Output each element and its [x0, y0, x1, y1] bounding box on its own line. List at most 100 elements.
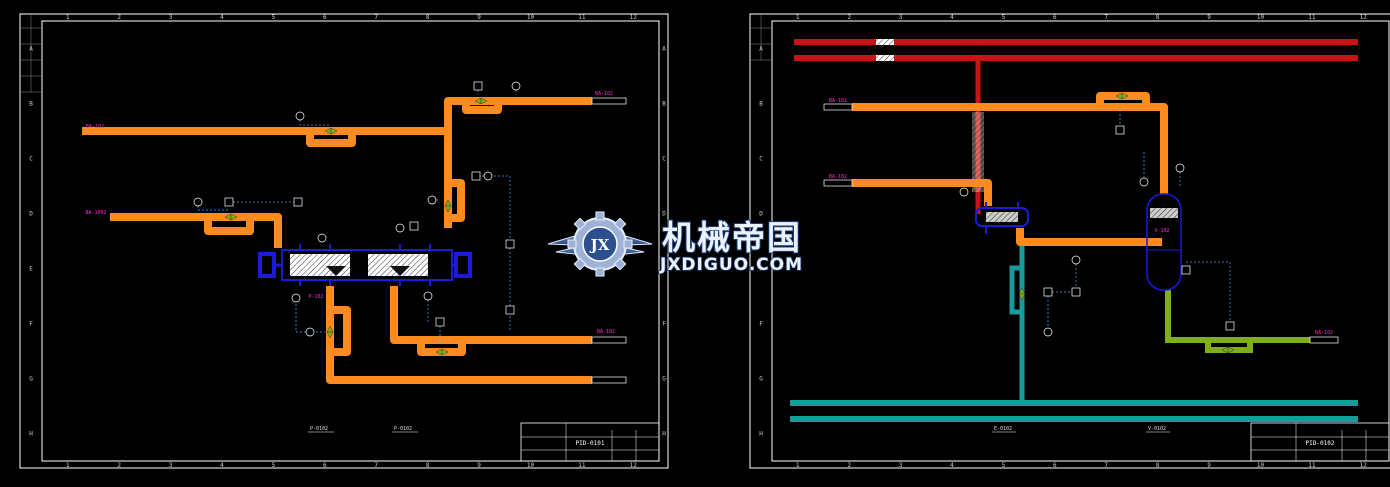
- stream-label: BA-102: [1315, 330, 1333, 336]
- stream-label: BA-102: [829, 98, 847, 104]
- column-number: 12: [630, 14, 638, 21]
- row-letter: D: [29, 211, 33, 218]
- row-letter: A: [29, 46, 33, 53]
- column-number: 5: [1002, 14, 1006, 21]
- watermark-text-en: JXDIGUO.COM: [659, 255, 803, 275]
- column-number: 7: [1104, 14, 1108, 21]
- column-number: 12: [1360, 14, 1368, 21]
- equipment-tag: P-0102: [394, 426, 412, 432]
- column-number: 3: [169, 462, 173, 469]
- row-letter: G: [662, 376, 666, 383]
- column-number: 12: [630, 462, 638, 469]
- column-number: 2: [847, 462, 851, 469]
- stream-label: BA-102: [86, 124, 104, 130]
- column-number: 8: [1156, 462, 1160, 469]
- sheet2-bottoms-line: [1165, 290, 1310, 353]
- sheet1-line-ends: [591, 97, 627, 384]
- row-letter: G: [29, 376, 33, 383]
- equipment-tag: V-0102: [1148, 426, 1166, 432]
- equipment-tag: P-0102: [310, 426, 328, 432]
- stream-label: V-102: [1154, 228, 1169, 234]
- row-letter: G: [759, 376, 763, 383]
- column-number: 10: [527, 14, 535, 21]
- column-number: 12: [1360, 462, 1368, 469]
- column-number: 11: [578, 462, 586, 469]
- column-number: 3: [899, 14, 903, 21]
- sheet1-control-valves: [224, 97, 488, 356]
- row-letter: D: [759, 211, 763, 218]
- stream-label: P-102: [308, 294, 323, 300]
- sheet1-title-block: PID-0101: [520, 422, 660, 462]
- equipment-tag: E-0102: [994, 426, 1012, 432]
- sheet2-control-valves: [1018, 92, 1235, 354]
- row-letter: D: [662, 211, 666, 218]
- sheet1-instruments: [193, 81, 521, 337]
- column-number: 10: [1257, 462, 1265, 469]
- row-letter: C: [759, 156, 763, 163]
- column-number: 6: [323, 14, 327, 21]
- column-number: 1: [796, 462, 800, 469]
- row-letter: C: [662, 156, 666, 163]
- row-letter: B: [29, 101, 33, 108]
- column-number: 7: [1104, 462, 1108, 469]
- row-letter: F: [759, 321, 763, 328]
- watermark-text-cn: 机械帝国: [662, 218, 802, 257]
- watermark-logo: JX 机械帝国 JXDIGUO.COM: [547, 211, 803, 277]
- reflux-drum-v102: [1146, 193, 1182, 291]
- row-letter: H: [759, 431, 763, 438]
- column-number: 7: [374, 14, 378, 21]
- sheet1-process-lines: [82, 97, 592, 384]
- column-number: 8: [1156, 14, 1160, 21]
- sheet2-line-ends: [823, 103, 1339, 344]
- column-number: 10: [527, 462, 535, 469]
- column-number: 2: [847, 14, 851, 21]
- row-letter: E: [662, 266, 666, 273]
- stream-label: BA-102: [597, 329, 615, 335]
- sheet2-process-lines: [852, 92, 1168, 246]
- column-number: 6: [1053, 14, 1057, 21]
- heat-exchanger-e101: [258, 244, 472, 286]
- sheet2-instruments: [959, 125, 1235, 337]
- column-number: 4: [220, 462, 224, 469]
- row-letter: A: [662, 46, 666, 53]
- sheet2-equipment-tags: E-0102 V-0102: [992, 426, 1170, 433]
- column-number: 11: [1308, 14, 1316, 21]
- stream-label: BA-1002: [85, 210, 106, 216]
- column-number: 6: [323, 462, 327, 469]
- column-number: 5: [272, 462, 276, 469]
- row-letter: C: [29, 156, 33, 163]
- column-number: 2: [117, 14, 121, 21]
- column-number: 5: [1002, 462, 1006, 469]
- stream-label: BA-102: [595, 91, 613, 97]
- row-letter: F: [29, 321, 33, 328]
- sheet2-cooling-water-lines: [790, 245, 1358, 422]
- column-number: 3: [169, 14, 173, 21]
- row-letter: F: [662, 321, 666, 328]
- column-number: 9: [1207, 462, 1211, 469]
- column-number: 10: [1257, 14, 1265, 21]
- column-number: 8: [426, 462, 430, 469]
- column-number: 9: [477, 14, 481, 21]
- column-number: 1: [66, 14, 70, 21]
- row-letter: H: [662, 431, 666, 438]
- column-number: 4: [220, 14, 224, 21]
- column-number: 1: [796, 14, 800, 21]
- condenser-e102: [975, 202, 1029, 234]
- row-letter: E: [29, 266, 33, 273]
- column-number: 8: [426, 14, 430, 21]
- sheet2-steam-lines: [794, 39, 1358, 214]
- sheet2-signal-lines: [1047, 110, 1231, 330]
- row-letter: B: [759, 101, 763, 108]
- sheet1-equipment-tags: P-0102 P-0102: [308, 426, 418, 433]
